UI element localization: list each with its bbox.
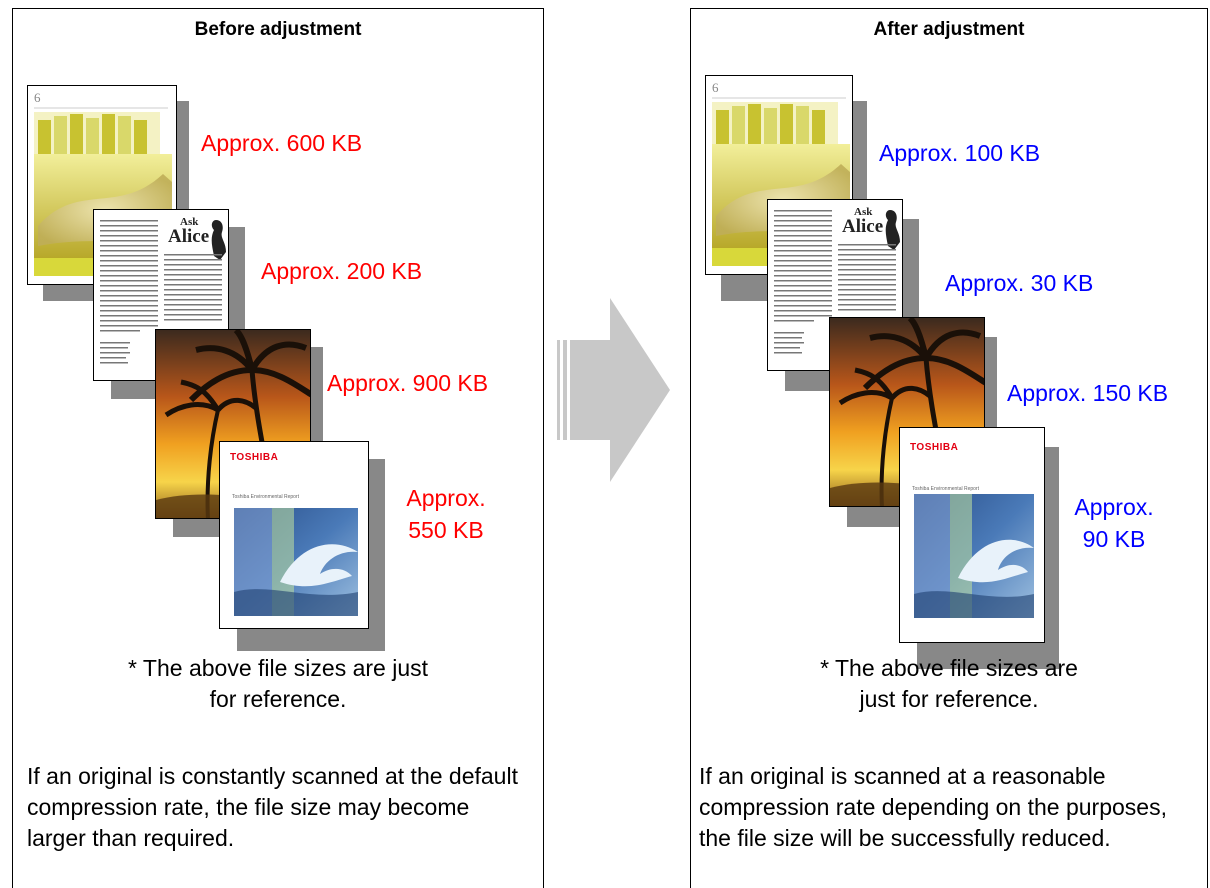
page-number: 6	[34, 90, 41, 105]
text-page-graphic	[100, 220, 226, 364]
text-page-thumbnail: Ask Alice	[93, 209, 229, 381]
before-title: Before adjustment	[194, 19, 362, 40]
size-label-chart-page: Approx. 100 KB	[879, 140, 1041, 166]
before-description: If an original is constantly scanned at …	[27, 763, 518, 851]
report-wave-graphic	[234, 508, 358, 616]
magazine-word-alice: Alice	[168, 226, 210, 247]
size-label-report-page: Approx. 90 KB	[1074, 494, 1154, 552]
size-label-text-page: Approx. 30 KB	[945, 270, 1094, 296]
page-number: 6	[712, 80, 719, 95]
after-panel: After adjustment 6	[690, 8, 1208, 888]
right-arrow-icon	[557, 298, 670, 482]
report-title: Toshiba Environmental Report	[232, 494, 299, 500]
size-label-report-page: Approx. 550 KB	[406, 485, 486, 543]
magazine-word-alice: Alice	[842, 216, 884, 237]
toshiba-logo: TOSHIBA	[910, 442, 959, 453]
size-label-text-page: Approx. 200 KB	[261, 258, 423, 284]
size-label-photo-page: Approx. 150 KB	[1007, 380, 1169, 406]
size-label-chart-page: Approx. 600 KB	[201, 130, 363, 156]
magazine-word-ask: Ask	[180, 216, 199, 228]
after-title: After adjustment	[873, 19, 1025, 40]
report-page-thumbnail: TOSHIBA Toshiba Environmental Report	[899, 427, 1045, 643]
before-panel: Before adjustment 6	[12, 8, 544, 888]
text-page-thumbnail: Ask Alice	[767, 199, 903, 371]
after-description: If an original is scanned at a reasonabl…	[699, 763, 1167, 851]
toshiba-logo: TOSHIBA	[230, 452, 279, 463]
magazine-word-ask: Ask	[854, 206, 873, 218]
after-reference-note: * The above file sizes are just for refe…	[820, 655, 1078, 712]
report-title: Toshiba Environmental Report	[912, 486, 979, 492]
text-page-graphic	[774, 210, 900, 354]
size-label-photo-page: Approx. 900 KB	[327, 370, 489, 396]
report-page-thumbnail: TOSHIBA Toshiba Environmental Report	[219, 441, 369, 629]
before-reference-note: * The above file sizes are just for refe…	[128, 655, 429, 712]
report-wave-graphic	[914, 494, 1034, 618]
